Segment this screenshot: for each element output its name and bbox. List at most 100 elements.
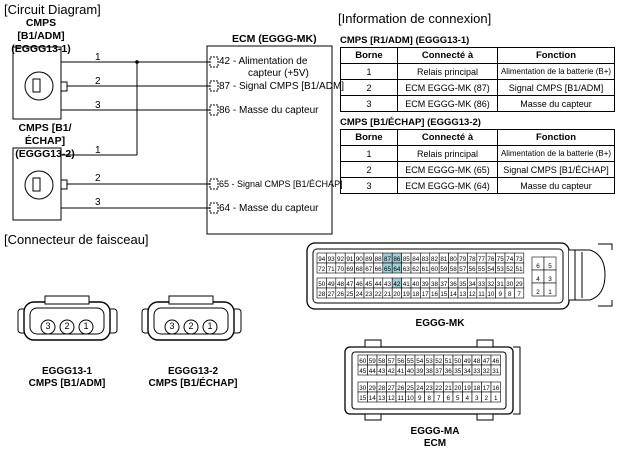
pin-number: 17 <box>483 385 491 392</box>
pin-number: 77 <box>478 256 486 263</box>
pin-number: 25 <box>407 385 415 392</box>
sensor2-symbol <box>24 170 54 200</box>
header-fonction: Fonction <box>497 129 615 146</box>
pin-number: 89 <box>365 256 373 263</box>
cell: ECM EGGG-MK (64) <box>397 177 498 194</box>
pin-number: 61 <box>422 266 430 273</box>
pin-number: 55 <box>407 358 415 365</box>
ma-label: EGGG-MA ECM <box>395 426 475 450</box>
pin-number: 9 <box>418 395 422 402</box>
pin-number: 30 <box>506 281 514 288</box>
pin-number: 52 <box>506 266 514 273</box>
pin-function: - Masse du capteur <box>232 203 319 214</box>
pin-number: 1 <box>494 395 498 402</box>
pin-number: 56 <box>469 266 477 273</box>
header-borne: Borne <box>340 47 398 64</box>
sensor2-name: CMPS [B1/ÉCHAP] <box>18 122 72 147</box>
wire2-2: 2 <box>95 173 101 184</box>
pin-number: 54 <box>487 266 495 273</box>
pin-number: 49 <box>328 281 336 288</box>
pin-number: 42 <box>388 368 396 375</box>
pin-number: 29 <box>369 385 377 392</box>
pin-number: 41 <box>403 281 411 288</box>
sensor1-symbol <box>24 71 54 101</box>
ecm-title: ECM (EGGG-MK) <box>232 33 317 45</box>
pin-number: 86 <box>393 256 401 263</box>
pin-number: 35 <box>459 281 467 288</box>
pin-cell <box>490 391 501 403</box>
cell: Masse du capteur <box>497 177 615 194</box>
pin-number: 29 <box>516 281 524 288</box>
pin-number: 58 <box>378 358 386 365</box>
sensor1-label: CMPS [B1/ADM] (EGGG13-1) <box>4 17 78 56</box>
cell: Masse du capteur <box>497 95 615 112</box>
pin-number: 79 <box>459 256 467 263</box>
conn1-name: CMPS [B1/ADM] <box>28 378 106 389</box>
pin-number: 31 <box>497 281 505 288</box>
pin-number: 12 <box>388 395 396 402</box>
pin-number: 12 <box>469 291 477 298</box>
ecm-pin-86: 86 - Masse du capteur <box>219 105 319 116</box>
pin-number: 72 <box>318 266 326 273</box>
pin-number: 31 <box>492 368 500 375</box>
pin-cell <box>514 262 525 274</box>
wire2-3: 3 <box>95 197 101 208</box>
cell: 1 <box>340 63 398 80</box>
cell: Alimentation de la batterie (B+) <box>497 145 615 162</box>
pin-number: 24 <box>416 385 424 392</box>
table-header-row: Borne Connecté à Fonction <box>340 129 615 146</box>
conn2-name: CMPS [B1/ÉCHAP] <box>148 378 238 389</box>
pin-number: 28 <box>318 291 326 298</box>
pin-number: 2 <box>536 289 540 296</box>
pin-number: 34 <box>464 368 472 375</box>
pin-number: 87 <box>219 81 231 92</box>
pin-number: 78 <box>469 256 477 263</box>
pin-number: 59 <box>440 266 448 273</box>
pin-number: 42 <box>219 56 231 67</box>
ecm-pin-42-line2: capteur (+5V) <box>248 68 309 79</box>
pin-number: 6 <box>446 395 450 402</box>
pin-number: 33 <box>473 368 481 375</box>
pin-number: 40 <box>407 368 415 375</box>
pin-number: 38 <box>426 368 434 375</box>
pin-number: 30 <box>359 385 367 392</box>
pin-number: 1 <box>548 289 552 296</box>
pin-number: 43 <box>378 368 386 375</box>
pin-function: - Signal CMPS [B1/ÉCHAP] <box>231 179 343 189</box>
pin-number: 47 <box>483 358 491 365</box>
pin-number: 24 <box>356 291 364 298</box>
sensor2-box <box>12 147 62 221</box>
header-fonction: Fonction <box>497 47 615 64</box>
pin-number: 36 <box>450 281 458 288</box>
cell: ECM EGGG-MK (87) <box>397 79 498 96</box>
pin-number: 11 <box>397 395 404 402</box>
pin-number: 4 <box>536 276 540 283</box>
pin-number: 64 <box>393 266 401 273</box>
pin-number: 3 <box>548 276 552 283</box>
cell: Signal CMPS [B1/ADM] <box>497 79 615 96</box>
circuit-heading: [Circuit Diagram] <box>4 2 101 17</box>
pin-number: 26 <box>397 385 405 392</box>
pin-number: 2 <box>484 395 488 402</box>
pin-number: 8 <box>508 291 512 298</box>
pin-number: 35 <box>454 368 462 375</box>
pin-number: 39 <box>422 281 430 288</box>
pin-number: 64 <box>219 203 231 214</box>
conn2-code: EGGG13-2 <box>167 366 219 377</box>
pin-number: 21 <box>384 291 392 298</box>
pin-number: 22 <box>375 291 383 298</box>
table-header-row: Borne Connecté à Fonction <box>340 47 615 64</box>
pin-number: 19 <box>403 291 411 298</box>
pin-number: 13 <box>378 395 386 402</box>
pin-number: 11 <box>478 291 485 298</box>
header-connecte: Connecté à <box>397 47 498 64</box>
conn2-drawing <box>141 295 242 341</box>
pin-number: 41 <box>397 368 405 375</box>
cell: Alimentation de la batterie (B+) <box>497 63 615 80</box>
pin-number: 16 <box>492 385 500 392</box>
